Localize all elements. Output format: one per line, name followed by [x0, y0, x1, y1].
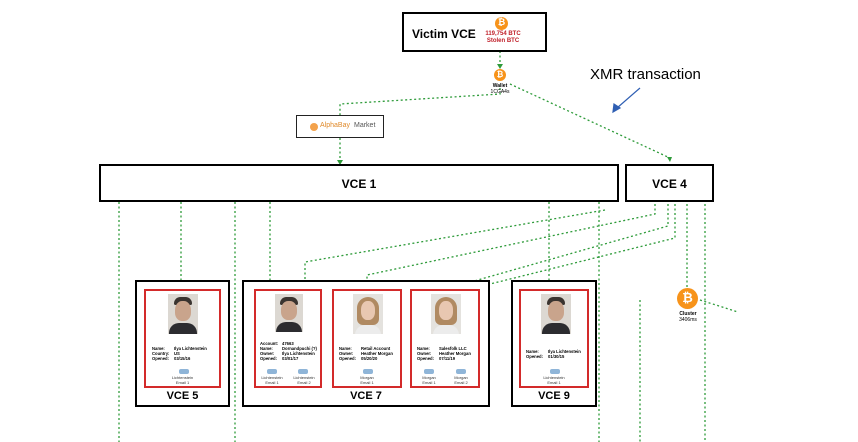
email-provider-icon: [424, 369, 434, 374]
alphabay-logo-icon: [310, 123, 318, 131]
suspect-photo: [168, 294, 198, 334]
email-caption: Morgan: [454, 375, 468, 380]
cluster-label: Cluster: [679, 311, 697, 317]
email-caption-sub: Email 1: [422, 380, 436, 385]
wallet-sub: 1CGA4s: [490, 89, 510, 95]
alphabay-name: AlphaBay: [320, 122, 350, 129]
suspect-photo: [275, 294, 303, 332]
vce1-box: VCE 1: [99, 164, 619, 202]
suspect-photo: [353, 294, 383, 334]
victim-amount: 119,754 BTC: [485, 31, 521, 37]
email-provider-icon: [298, 369, 308, 374]
account-card: Account:47663 Name:Dornandpuchi (?) Owne…: [254, 289, 322, 388]
vce9-label: VCE 9: [538, 390, 570, 402]
email-caption-sub: Email 1: [265, 380, 279, 385]
suspect-photo: [541, 294, 571, 334]
account-info: Account:47663 Name:Dornandpuchi (?) Owne…: [260, 341, 317, 361]
wallet-bitcoin-icon: ₿: [494, 69, 506, 81]
email-caption: Morgan: [360, 375, 374, 380]
account-info: Name:Retail Account Owner:Heather Morgan…: [339, 346, 393, 361]
email-caption: Lichtenstein: [261, 375, 283, 380]
victim-title: Victim VCE: [412, 27, 476, 41]
account-info: Name:Salesfolk LLC Owner:Heather Morgan …: [417, 346, 471, 361]
wallet-label: Wallet: [492, 83, 508, 89]
vce5-label: VCE 5: [166, 390, 199, 402]
email-provider-icon: [456, 369, 466, 374]
email-caption: Lichtenstein: [543, 375, 565, 380]
email-provider-icon: [363, 369, 373, 374]
account-card: Name:Salesfolk LLC Owner:Heather Morgan …: [410, 289, 480, 388]
email-caption-sub: Email 2: [297, 380, 311, 385]
bitcoin-icon: ₿: [495, 17, 508, 30]
email-caption: Lichtenstein: [171, 375, 194, 380]
account-card: Name:Retail Account Owner:Heather Morgan…: [332, 289, 402, 388]
vce4-label: VCE 4: [652, 177, 687, 191]
alphabay-suffix: Market: [354, 122, 376, 129]
email-caption-sub: Email 1: [360, 380, 374, 385]
email-caption: Lichtenstein: [293, 375, 315, 380]
alphabay-market-box: AlphaBay Market: [296, 115, 384, 138]
vce1-label: VCE 1: [341, 177, 377, 191]
account-card: Name:Ilya Lichtenstein Country:US Opened…: [144, 289, 221, 388]
email-caption: Morgan: [422, 375, 436, 380]
cluster-sub: 3406ms: [679, 317, 697, 323]
vce7-label: VCE 7: [350, 390, 382, 402]
suspect-photo: [431, 294, 461, 334]
email-caption-sub: Email 2: [454, 380, 468, 385]
victim-subtitle: Stolen BTC: [486, 38, 520, 44]
xmr-annotation: XMR transaction: [590, 66, 701, 83]
cluster-bitcoin-icon: ₿: [677, 288, 698, 309]
account-info: Name:Ilya Lichtenstein Opened:01/30/15: [526, 349, 581, 359]
vce4-box: VCE 4: [625, 164, 714, 202]
email-provider-icon: [267, 369, 277, 374]
email-caption-sub: Email 1: [175, 380, 190, 385]
account-info: Name:Ilya Lichtenstein Country:US Opened…: [152, 346, 207, 361]
email-caption-sub: Email 1: [547, 380, 561, 385]
victim-vce-box: Victim VCE ₿ 119,754 BTC Stolen BTC: [402, 12, 547, 52]
account-card: Name:Ilya Lichtenstein Opened:01/30/15 L…: [519, 289, 589, 388]
email-provider-icon: [179, 369, 189, 374]
email-provider-icon: [550, 369, 560, 374]
